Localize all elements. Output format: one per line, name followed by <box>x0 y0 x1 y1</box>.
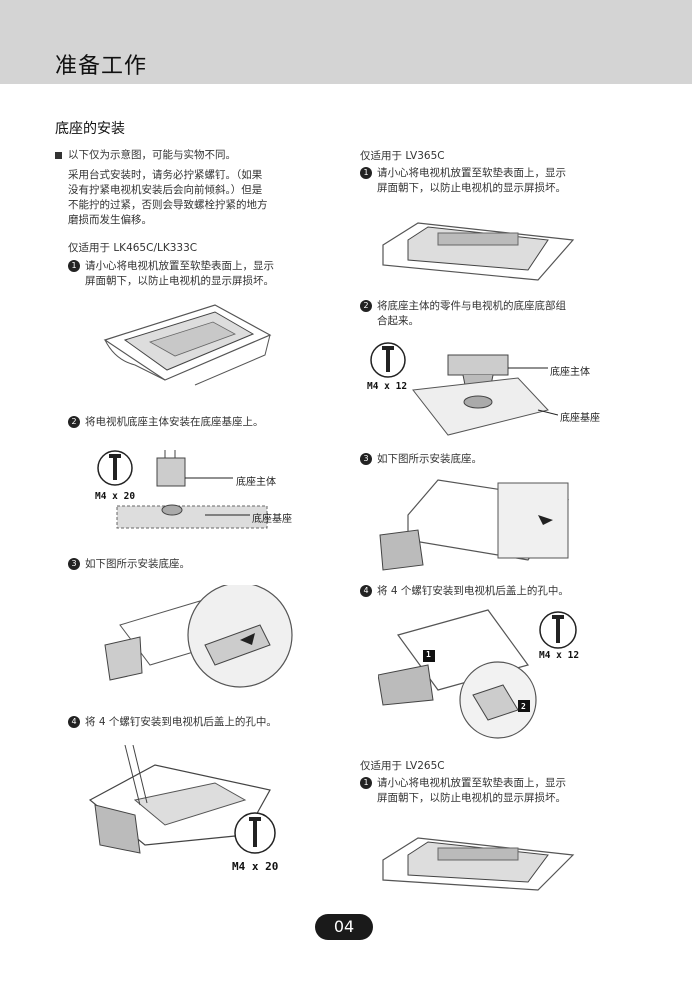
step-text-line: 请小心将电视机放置至软垫表面上，显示 <box>85 260 274 272</box>
page-header: 准备工作 <box>0 0 692 84</box>
left-step-1: 1 请小心将电视机放置至软垫表面上，显示 屏面朝下，以防止电视机的显示屏损坏。 <box>68 259 308 289</box>
section-title: 底座的安装 <box>55 121 125 137</box>
screw-spec-label: M4 x 12 <box>367 381 408 392</box>
screw-spec-label: M4 x 20 <box>232 860 279 873</box>
tv-on-cushion-illustration <box>382 837 575 891</box>
step-text: 将电视机底座主体安装在底座基座上。 <box>85 416 264 428</box>
step-number-badge: 1 <box>360 167 372 179</box>
step-number-badge: 4 <box>68 716 80 728</box>
step-marker-2: 2 <box>521 702 526 711</box>
note-body-line: 没有拧紧电视机安装后会向前倾斜。）但是 <box>68 184 263 196</box>
step-number-badge: 1 <box>68 260 80 272</box>
callout-stand-body: 底座主体 <box>550 367 590 378</box>
step-text-line: 将底座主体的零件与电视机的底座底部组 <box>377 300 566 312</box>
tv-on-cushion-illustration <box>382 222 575 281</box>
right-step-5: 1 请小心将电视机放置至软垫表面上，显示 屏面朝下，以防止电视机的显示屏损坏。 <box>360 776 610 806</box>
callout-stand-body: 底座主体 <box>236 477 276 488</box>
screw-install-illustration <box>378 609 577 739</box>
note-body-line: 不能拧的过紧，否则会导致螺栓拧紧的地方 <box>68 199 268 211</box>
callout-stand-base: 底座基座 <box>560 413 600 424</box>
step-text-line: 屏面朝下，以防止电视机的显示屏损坏。 <box>85 275 274 287</box>
step-text-line: 屏面朝下，以防止电视机的显示屏损坏。 <box>377 792 566 804</box>
stand-mounting-illustration <box>379 479 570 571</box>
step-number-badge: 4 <box>360 585 372 597</box>
note-line: 以下仅为示意图，可能与实物不同。 <box>55 148 305 163</box>
model-label-lv365c: 仅适用于 LV365C <box>360 150 445 162</box>
right-step-2: 2 将底座主体的零件与电视机的底座底部组 合起来。 <box>360 299 610 329</box>
left-step-3: 3 如下图所示安装底座。 <box>68 557 318 572</box>
step-number-badge: 2 <box>360 300 372 312</box>
step-text: 将 4 个螺钉安装到电视机后盖上的孔中。 <box>85 716 277 728</box>
step-text: 如下图所示安装底座。 <box>85 558 190 570</box>
screw-spec-label: M4 x 12 <box>539 650 580 661</box>
step-number-badge: 1 <box>360 777 372 789</box>
page-number-badge: 04 <box>315 914 373 940</box>
bullet-square-icon <box>55 152 62 159</box>
note-body-line: 磨损而发生偏移。 <box>68 214 152 226</box>
stand-mounting-illustration <box>104 585 293 688</box>
screw-install-illustration <box>88 745 276 854</box>
step-text-line: 屏面朝下，以防止电视机的显示屏损坏。 <box>377 182 566 194</box>
note-body: 采用台式安装时，请务必拧紧螺钉。（如果 没有拧紧电视机安装后会向前倾斜。）但是 … <box>68 168 308 228</box>
step-text-line: 合起来。 <box>377 315 419 327</box>
stand-assembly-illustration <box>97 450 268 529</box>
step-text-line: 请小心将电视机放置至软垫表面上，显示 <box>377 167 566 179</box>
page-title: 准备工作 <box>55 54 148 79</box>
right-step-4: 4 将 4 个螺钉安装到电视机后盖上的孔中。 <box>360 584 610 599</box>
model-label-lk465c: 仅适用于 LK465C/LK333C <box>68 242 198 254</box>
step-text-line: 请小心将电视机放置至软垫表面上，显示 <box>377 777 566 789</box>
note-body-line: 采用台式安装时，请务必拧紧螺钉。（如果 <box>68 169 263 181</box>
model-label-lv265c: 仅适用于 LV265C <box>360 760 445 772</box>
note-line-text: 以下仅为示意图，可能与实物不同。 <box>68 149 236 161</box>
screw-spec-label: M4 x 20 <box>95 491 136 502</box>
stand-assembly-illustration <box>370 342 558 436</box>
callout-stand-base: 底座基座 <box>252 514 292 525</box>
step-marker-1: 1 <box>426 650 431 659</box>
step-text: 如下图所示安装底座。 <box>377 453 482 465</box>
step-number-badge: 3 <box>360 453 372 465</box>
step-text: 将 4 个螺钉安装到电视机后盖上的孔中。 <box>377 585 569 597</box>
right-step-3: 3 如下图所示安装底座。 <box>360 452 610 467</box>
tv-on-cushion-illustration <box>103 304 272 386</box>
left-step-2: 2 将电视机底座主体安装在底座基座上。 <box>68 415 318 430</box>
left-step-4: 4 将 4 个螺钉安装到电视机后盖上的孔中。 <box>68 715 318 730</box>
right-step-1: 1 请小心将电视机放置至软垫表面上，显示 屏面朝下，以防止电视机的显示屏损坏。 <box>360 166 610 196</box>
step-number-badge: 3 <box>68 558 80 570</box>
step-number-badge: 2 <box>68 416 80 428</box>
